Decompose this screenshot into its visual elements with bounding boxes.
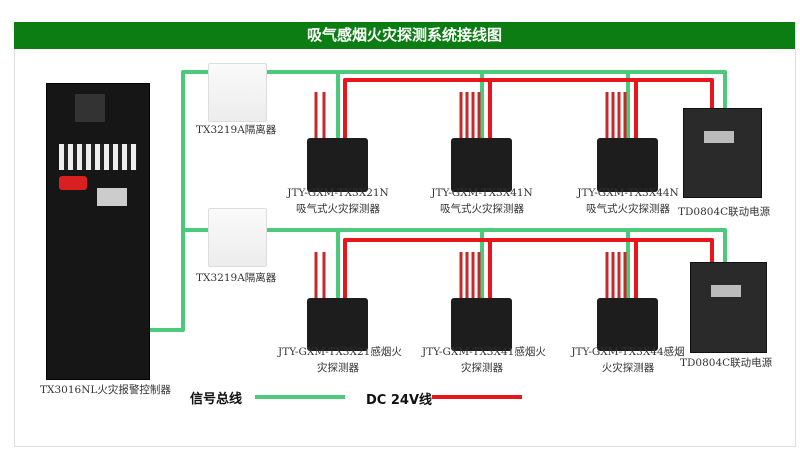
- diagram-title: 吸气感烟火灾探测系统接线图: [14, 22, 795, 49]
- signal-drops-top: [336, 72, 630, 138]
- power-supply-1: [683, 108, 762, 198]
- detector-bottom-1-label: JTY-GXM-TX3X21感烟火灾探测器: [278, 346, 402, 374]
- isolator-1: [208, 63, 267, 122]
- power-supply-2: [690, 262, 767, 353]
- power-supply-1-label: TD0804C联动电源: [678, 206, 771, 218]
- detector-bottom-1: [307, 298, 368, 351]
- detector-bottom-2-label: JTY-GXM-TX3X41感烟火灾探测器: [422, 346, 546, 374]
- controller-modules: [59, 144, 137, 170]
- controller-display: [75, 94, 105, 122]
- detector-top-1: [307, 138, 368, 192]
- isolator-1-label: TX3219A隔离器: [196, 124, 277, 136]
- controller-label: TX3016NL火灾报警控制器: [40, 384, 171, 396]
- detector-top-3: [597, 138, 658, 192]
- controller-printer: [97, 188, 127, 206]
- sampling-pipes: [314, 92, 627, 298]
- signal-bus-main: [148, 70, 727, 332]
- detector-bottom-3: [597, 298, 658, 351]
- detector-top-2: [451, 138, 512, 192]
- power-supply-2-label: TD0804C联动电源: [680, 357, 773, 369]
- power-line-bottom: [343, 238, 714, 298]
- power-line-top: [343, 78, 714, 138]
- legend-power-label: DC 24V线: [366, 393, 433, 408]
- legend-signal-label: 信号总线: [190, 392, 243, 407]
- signal-bus-lower: [183, 228, 727, 262]
- detector-bottom-2: [451, 298, 512, 351]
- fire-alarm-controller: [46, 83, 150, 380]
- detector-bottom-3-label: JTY-GXM-TX3X44感烟火灾探测器: [571, 346, 685, 374]
- controller-handset: [59, 176, 87, 190]
- isolator-2-label: TX3219A隔离器: [196, 272, 277, 284]
- isolator-2: [208, 208, 267, 267]
